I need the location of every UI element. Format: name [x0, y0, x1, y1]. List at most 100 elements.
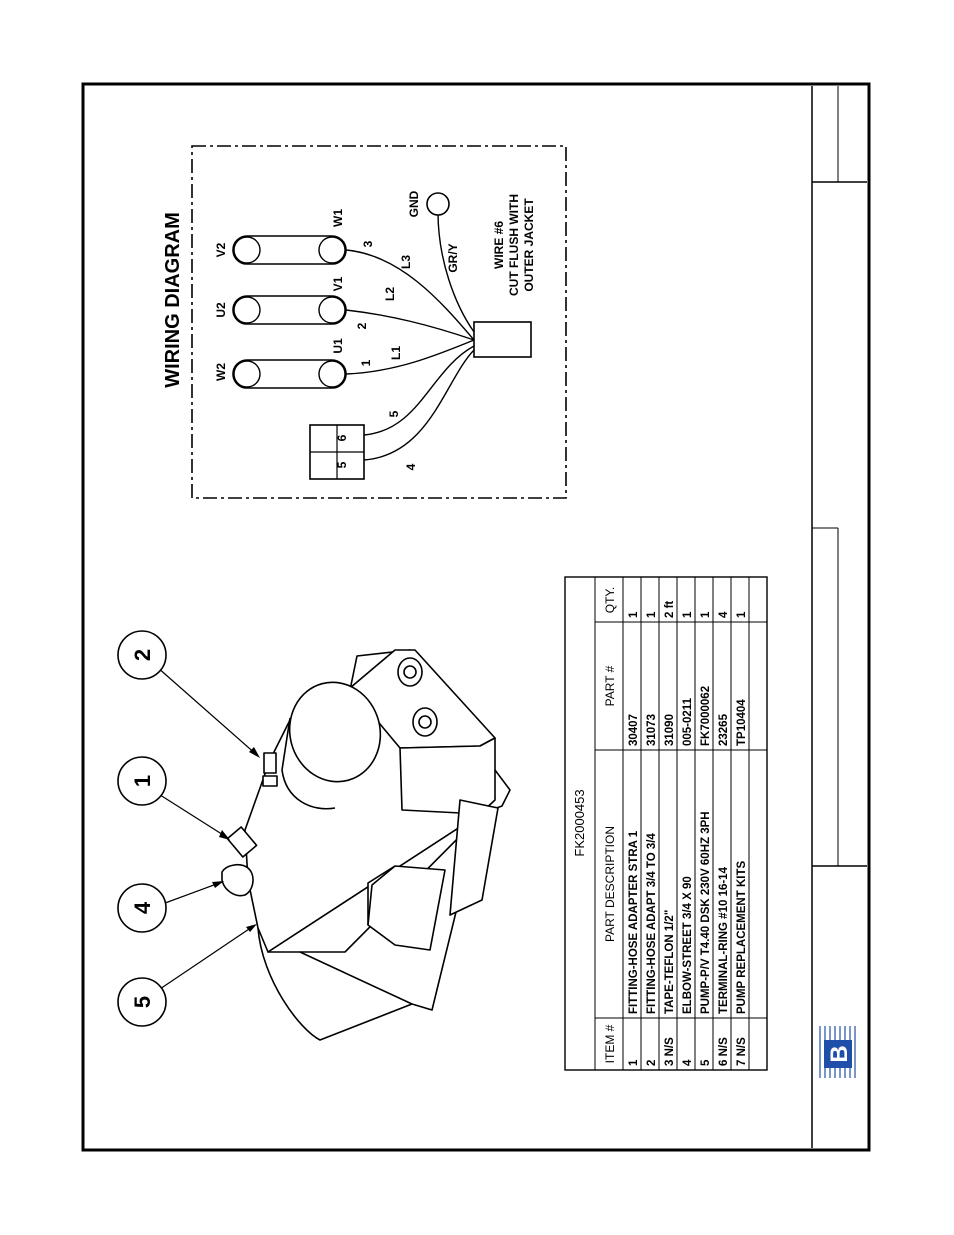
block-6-label: 6 [335, 434, 349, 441]
wiring-diagram: WIRING DIAGRAM V2 U2 W2 W1 V1 U1 [162, 145, 567, 499]
parts-table: FK2000453 ITEM # PART DESCRIPTION PART #… [564, 576, 768, 1071]
svg-text:5: 5 [130, 996, 155, 1008]
callout-balloons: 5 4 1 2 [117, 630, 167, 1027]
header-description: PART DESCRIPTION [603, 826, 617, 942]
terminal-u1: U1 [331, 338, 345, 354]
ground-wire-label: GR/Y [446, 243, 460, 272]
cell-description: PUMP-P/V T4.40 DSK 230V 60HZ 3PH [700, 811, 712, 1014]
cell-item: 3 N/S [664, 1037, 676, 1066]
cell-description: ELBOW-STREET 3/4 X 90 [682, 876, 694, 1014]
cell-item: 7 N/S [736, 1037, 748, 1066]
header-part: PART # [603, 665, 617, 706]
elbow-4 [221, 863, 254, 897]
cell-item: 2 [646, 1060, 658, 1066]
cell-description: PUMP REPLACEMENT KITS [736, 861, 748, 1014]
pump-side-face [399, 737, 496, 815]
cell-qty: 2 ft [664, 601, 676, 618]
wiring-boundary [191, 145, 567, 499]
callout-4 [117, 883, 167, 933]
cell-qty: 1 [628, 611, 640, 618]
cell-part: 30407 [628, 714, 640, 746]
table-row: 4 ELBOW-STREET 3/4 X 90 005-0211 1 [682, 611, 694, 1066]
ground-label: GND [407, 190, 421, 217]
cell-part: 31073 [646, 714, 658, 746]
cell-part: TP10404 [736, 699, 748, 746]
header-qty: QTY. [603, 587, 617, 613]
table-row: 6 N/S TERMINAL-RING #10 16-14 23265 4 [718, 611, 730, 1066]
note-line-3: OUTER JACKET [522, 198, 536, 292]
cell-item: 4 [682, 1059, 694, 1066]
cable-jacket [473, 321, 532, 358]
wire-number-4: 4 [404, 463, 418, 470]
line-l1: L1 [389, 346, 403, 360]
line-l2: L2 [383, 287, 397, 301]
cell-qty: 1 [646, 611, 658, 618]
terminal-v2: V2 [214, 242, 228, 257]
title-block [811, 86, 867, 1148]
svg-text:1: 1 [130, 775, 155, 787]
wires [345, 211, 475, 461]
wire-4 [363, 349, 475, 461]
leader-lines [156, 666, 259, 992]
sheet-border [81, 82, 871, 1152]
table-row: 7 N/S PUMP REPLACEMENT KITS TP10404 1 [736, 611, 748, 1066]
cell-qty: 1 [682, 611, 694, 618]
cell-qty: 4 [718, 611, 730, 618]
terminal-u2: U2 [214, 302, 228, 318]
svg-text:4: 4 [130, 901, 155, 914]
wire-note: WIRE #6 CUT FLUSH WITH OUTER JACKET [492, 194, 536, 296]
cell-part: FK7000062 [700, 686, 712, 746]
note-line-2: CUT FLUSH WITH [507, 194, 521, 296]
cell-description: FITTING-HOSE ADAPTER STRA 1 [628, 830, 640, 1014]
wire-2 [345, 309, 475, 341]
table-row: 5 PUMP-P/V T4.40 DSK 230V 60HZ 3PH FK70000… [700, 611, 712, 1066]
cell-qty: 1 [700, 611, 712, 618]
note-line-1: WIRE #6 [492, 221, 506, 269]
kit-number: FK2000453 [572, 789, 587, 856]
svg-text:2: 2 [130, 649, 155, 661]
wire-number-2: 2 [355, 322, 369, 329]
cell-item: 1 [628, 1059, 640, 1066]
cell-item: 5 [700, 1059, 712, 1066]
ground-terminal [426, 192, 450, 216]
callout-1 [117, 756, 167, 806]
logo: B [819, 1026, 856, 1078]
fitting-1 [226, 826, 258, 858]
pump-illustration [221, 649, 511, 1041]
terminal-w1: W1 [331, 209, 345, 227]
callout-5 [117, 977, 167, 1027]
wire-3 [345, 249, 475, 341]
line-l3: L3 [399, 255, 413, 269]
cell-item: 6 N/S [718, 1037, 730, 1066]
terminal-w2: W2 [214, 363, 228, 381]
fitting-2 [263, 752, 277, 774]
block-5-label: 5 [335, 461, 349, 468]
table-row: 2 FITTING-HOSE ADAPT 3/4 TO 3/4 31073 1 [646, 611, 658, 1066]
wire-1 [345, 339, 475, 375]
callout-2 [117, 630, 167, 680]
wire-ground [437, 211, 475, 333]
cell-part: 005-0211 [682, 697, 694, 746]
pump-rail [449, 799, 499, 916]
pump-head [288, 681, 382, 783]
cell-description: TAPE-TEFLON 1/2" [664, 910, 676, 1014]
cell-qty: 1 [736, 611, 748, 618]
cell-part: 23265 [718, 713, 730, 746]
wiring-title: WIRING DIAGRAM [162, 212, 184, 388]
header-item: ITEM # [603, 1024, 617, 1063]
terminal-studs [233, 236, 346, 388]
wire-number-1: 1 [359, 359, 373, 366]
cell-part: 31090 [664, 714, 676, 746]
terminal-v1: V1 [331, 276, 345, 291]
logo-mark [824, 1040, 852, 1068]
cell-description: FITTING-HOSE ADAPT 3/4 TO 3/4 [646, 833, 658, 1014]
wire-number-5: 5 [387, 410, 401, 417]
fitting-2-base [262, 775, 278, 787]
logo-letter: B [826, 1045, 853, 1062]
cell-description: TERMINAL-RING #10 16-14 [718, 866, 730, 1014]
table-row: 3 N/S TAPE-TEFLON 1/2" 31090 2 ft [664, 601, 676, 1066]
wire-number-3: 3 [361, 240, 375, 247]
wire-5 [363, 345, 475, 436]
